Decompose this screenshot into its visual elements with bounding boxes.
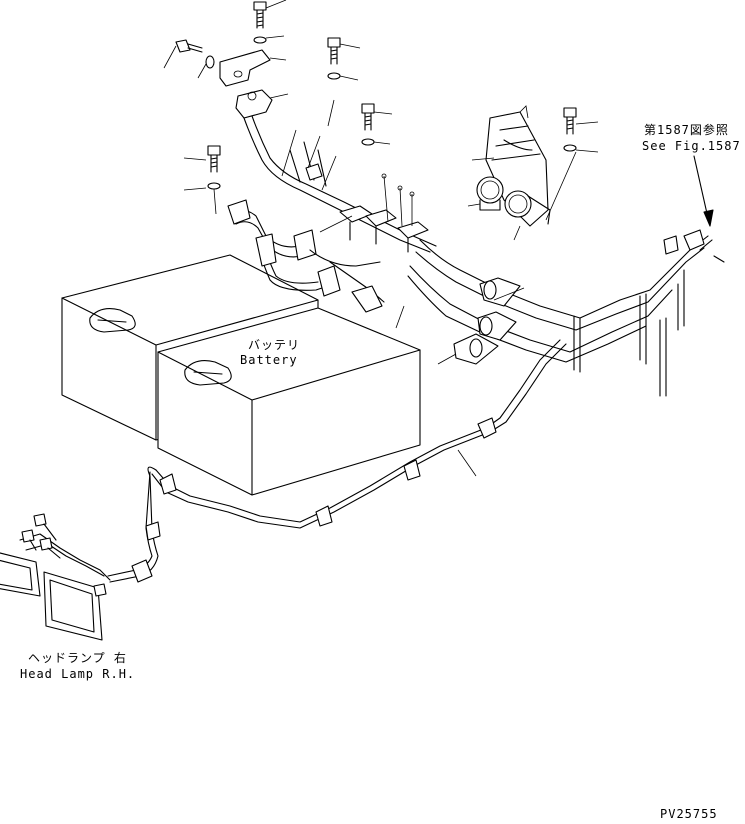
bolt-right [563, 107, 599, 153]
harness-main-run [407, 229, 725, 397]
relay-leader-lines [467, 151, 577, 241]
reference-arrow [693, 155, 714, 227]
relay-2 [504, 190, 551, 225]
bolt-left [183, 145, 221, 215]
headlamp-rh [0, 513, 111, 641]
bolt-center [327, 37, 361, 127]
center-clamp-block [319, 173, 429, 253]
see-fig-label-en: See Fig.1587 [642, 139, 741, 153]
battery-label-jp: バッテリ [248, 338, 300, 352]
relay-bracket [485, 105, 549, 227]
battery-label-en: Battery [240, 353, 298, 367]
grommets [395, 277, 525, 365]
part-code: PV25755 [660, 807, 718, 821]
headlamp-harness [107, 339, 567, 583]
battery-front [157, 307, 421, 496]
bolt-small-left [163, 39, 215, 79]
headlamp-label-jp: ヘッドランプ 右 [28, 650, 127, 665]
battery-cables [227, 199, 385, 313]
headlamp-label-en: Head Lamp R.H. [20, 667, 135, 681]
main-cable-bundle [243, 115, 437, 253]
bolt-top [253, 0, 287, 44]
bracket-top [219, 49, 287, 87]
terminal-connector [235, 89, 289, 119]
bolt-mid [361, 103, 393, 146]
relay-1 [476, 176, 504, 211]
see-fig-label-jp: 第1587図参照 [644, 122, 729, 137]
